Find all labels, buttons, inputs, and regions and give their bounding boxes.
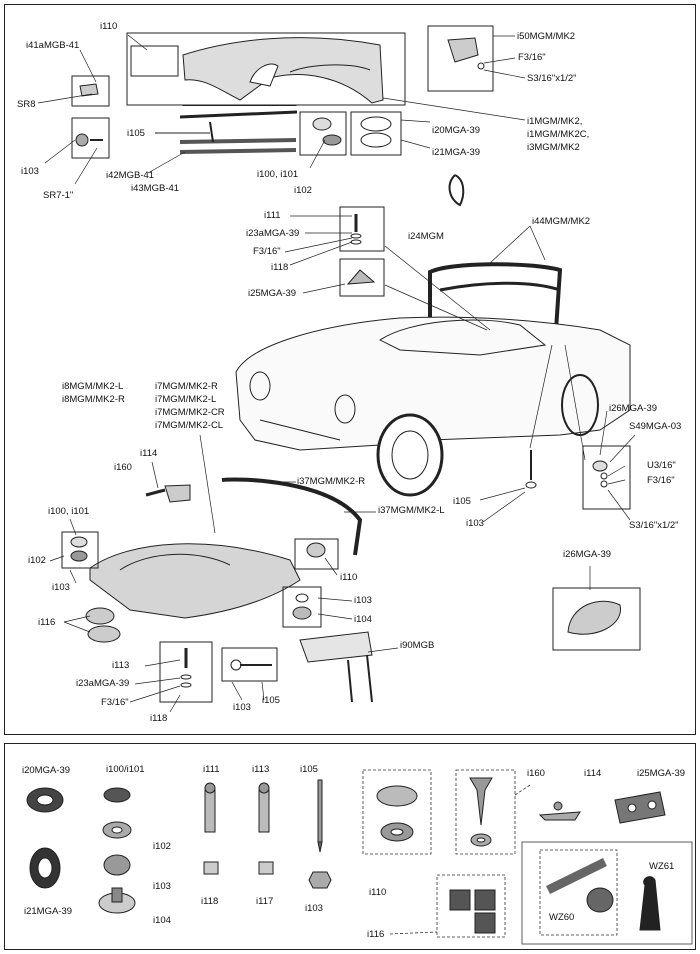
label-i114-mid: i114 — [140, 448, 158, 459]
label-i105-top: i105 — [127, 128, 145, 139]
legend-label-i111: i111 — [203, 764, 220, 775]
label-i105-low: i105 — [262, 695, 280, 706]
label-i116-mid: i116 — [38, 617, 56, 628]
label-s3-right: S3/16"x1/2" — [629, 520, 679, 531]
legend-label-i113: i113 — [252, 764, 270, 775]
legend-label-i110: i110 — [369, 887, 387, 898]
label-u3: U3/16" — [647, 460, 676, 471]
label-i37l: i37MGM/MK2-L — [378, 505, 445, 516]
legend-label-i116: i116 — [367, 929, 385, 940]
label-f3-mid: F3/16" — [253, 246, 281, 257]
legend-label-i117: i117 — [256, 896, 274, 907]
label-i7-line2: i7MGM/MK2-L — [155, 394, 217, 405]
legend-label-i160: i160 — [527, 768, 545, 779]
label-i21-top: i21MGA-39 — [432, 147, 481, 158]
label-i90: i90MGB — [400, 640, 435, 651]
label-i42: i42MGB-41 — [106, 170, 155, 181]
label-i105-right: i105 — [453, 496, 471, 507]
label-i50: i50MGM/MK2 — [517, 31, 576, 42]
label-i102-top: i102 — [294, 185, 312, 196]
label-i41a: i41aMGB-41 — [26, 40, 80, 51]
legend-label-i118: i118 — [201, 896, 219, 907]
label-i103-mid2: i103 — [354, 595, 372, 606]
legend-label-i105: i105 — [300, 764, 318, 775]
legend-frame — [4, 743, 696, 950]
legend-label-wz60: WZ60 — [549, 912, 575, 923]
legend-label-i102: i102 — [153, 841, 171, 852]
label-f3-top: F3/16" — [518, 52, 546, 63]
label-i1-line1: i1MGM/MK2, — [527, 116, 583, 127]
legend-label-i104: i104 — [153, 915, 171, 926]
label-i100-top: i100, i101 — [257, 169, 299, 180]
label-i20-top: i20MGA-39 — [432, 125, 481, 136]
label-i1-line2: i1MGM/MK2C, — [527, 129, 590, 140]
label-i110-top: i110 — [100, 21, 118, 32]
label-i43: i43MGB-41 — [131, 183, 180, 194]
label-i25-mid: i25MGA-39 — [248, 288, 297, 299]
main-diagram-frame — [4, 4, 696, 735]
label-i7-line1: i7MGM/MK2-R — [155, 381, 218, 392]
label-i8-line1: i8MGM/MK2-L — [62, 381, 124, 392]
legend-label-i114: i114 — [584, 768, 602, 779]
label-i8-line2: i8MGM/MK2-R — [62, 394, 125, 405]
legend-label-i100: i100/i101 — [106, 764, 145, 775]
label-i44: i44MGM/MK2 — [532, 216, 591, 227]
label-i160-mid: i160 — [114, 462, 132, 473]
label-i103-right: i103 — [466, 518, 484, 529]
label-i37r: i37MGM/MK2-R — [297, 476, 366, 487]
label-sr8: SR8 — [17, 99, 36, 110]
label-i103-low: i103 — [233, 702, 251, 713]
label-i118-mid: i118 — [271, 262, 289, 273]
label-i104-mid: i104 — [354, 614, 372, 625]
label-s3-top: S3/16"x1/2" — [527, 73, 577, 84]
label-i103-left: i103 — [21, 166, 39, 177]
label-f3-right: F3/16" — [647, 475, 675, 486]
label-i1-line3: i3MGM/MK2 — [527, 142, 580, 153]
label-i100-mid: i100, i101 — [48, 506, 90, 517]
label-i111: i111 — [264, 210, 281, 221]
label-f3-low: F3/16" — [101, 697, 129, 708]
label-i7-line4: i7MGM/MK2-CL — [155, 420, 224, 431]
label-i110-mid: i110 — [340, 572, 358, 583]
label-i26-a: i26MGA-39 — [609, 403, 658, 414]
legend-label-i25: i25MGA-39 — [637, 768, 686, 779]
label-i113-mid: i113 — [112, 660, 130, 671]
legend-label-i103a: i103 — [153, 881, 171, 892]
legend-label-wz61: WZ61 — [649, 861, 675, 872]
label-i26-b: i26MGA-39 — [563, 549, 612, 560]
label-s49: S49MGA-03 — [629, 421, 682, 432]
legend-label-i21: i21MGA-39 — [24, 906, 73, 917]
legend-label-i20: i20MGA-39 — [22, 765, 71, 776]
label-sr7: SR7-1" — [43, 190, 74, 201]
label-i7-line3: i7MGM/MK2-CR — [155, 407, 225, 418]
label-i102-mid: i102 — [28, 555, 46, 566]
label-i23a-low: i23aMGA-39 — [76, 678, 130, 689]
label-i24: i24MGM — [408, 231, 444, 242]
label-i103-mid: i103 — [52, 582, 70, 593]
label-i118-low: i118 — [150, 713, 168, 724]
legend-label-i103b: i103 — [305, 903, 323, 914]
label-i23a-mid: i23aMGA-39 — [246, 228, 300, 239]
